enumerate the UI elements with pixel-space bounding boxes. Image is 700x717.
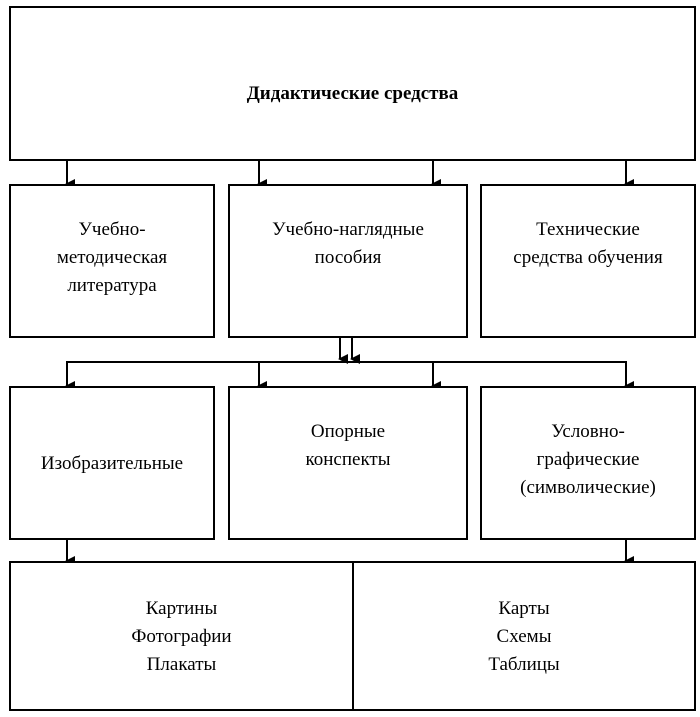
reference-notes-label: Опорные конспекты <box>305 421 391 470</box>
visual-aids-box: Учебно-наглядные пособия <box>228 184 468 338</box>
methodical-literature-label: Учебно- методическая литература <box>56 219 168 296</box>
pictures-label: Картины Фотографии Плакаты <box>131 598 232 675</box>
connector-horizontal-bus <box>66 361 627 385</box>
technical-means-box: Технические средства обучения <box>480 184 696 338</box>
pictorial-box: Изобразительные <box>9 386 215 540</box>
maps-label: Карты Схемы Таблицы <box>488 598 560 675</box>
technical-means-label: Технические средства обучения <box>513 219 663 268</box>
symbolic-box: Условно- графические (символические) <box>480 386 696 540</box>
root-box: Дидактические средства <box>9 6 696 161</box>
methodical-literature-box: Учебно- методическая литература <box>9 184 215 338</box>
maps-box: Карты Схемы Таблицы <box>352 561 696 711</box>
visual-aids-label: Учебно-наглядные пособия <box>272 219 424 268</box>
reference-notes-box: Опорные конспекты <box>228 386 468 540</box>
root-label: Дидактические средства <box>246 83 459 104</box>
pictorial-label: Изобразительные <box>40 453 184 474</box>
pictures-box: Картины Фотографии Плакаты <box>9 561 354 711</box>
symbolic-label: Условно- графические (символические) <box>520 421 656 498</box>
